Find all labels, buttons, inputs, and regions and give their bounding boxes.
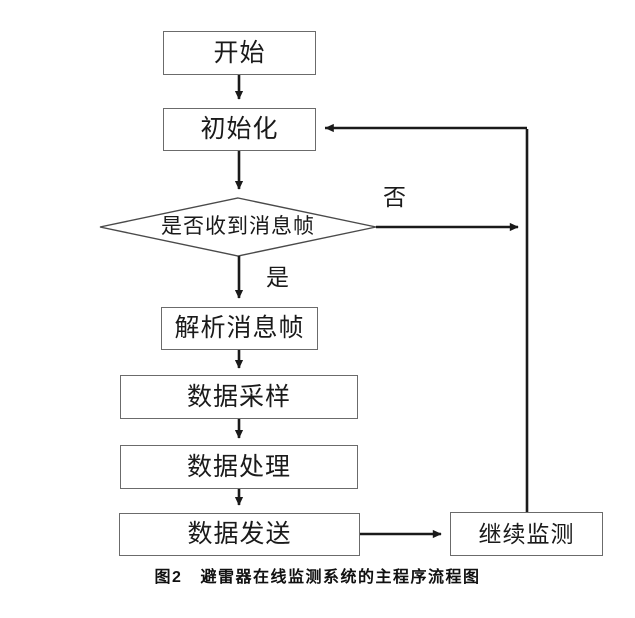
figure-caption: 图2 避雷器在线监测系统的主程序流程图 (0, 570, 635, 586)
node-data-sampling-label: 数据采样 (186, 382, 291, 411)
node-parse-frame[interactable]: 解析消息帧 (161, 307, 318, 350)
node-initialize[interactable]: 初始化 (163, 108, 316, 151)
node-initialize-label: 初始化 (200, 115, 279, 143)
figure-caption-title: 避雷器在线监测系统的主程序流程图 (200, 569, 481, 586)
node-data-processing-label: 数据处理 (186, 452, 291, 481)
node-start[interactable]: 开始 (163, 31, 316, 75)
node-continue-monitoring[interactable]: 继续监测 (450, 512, 603, 556)
edge-label-yes: 是 (266, 264, 290, 290)
node-continue-monitoring-label: 继续监测 (478, 520, 575, 547)
node-parse-frame-label: 解析消息帧 (174, 314, 305, 342)
edge-label-no: 否 (383, 184, 407, 210)
node-data-processing[interactable]: 数据处理 (120, 445, 358, 489)
node-data-transmit[interactable]: 数据发送 (119, 513, 360, 556)
node-decision-received-frame-label: 是否收到消息帧 (161, 215, 315, 238)
node-data-sampling[interactable]: 数据采样 (120, 375, 358, 419)
node-start-label: 开始 (213, 38, 266, 67)
node-data-transmit-label: 数据发送 (187, 520, 292, 548)
figure-caption-number: 图2 (154, 569, 183, 586)
